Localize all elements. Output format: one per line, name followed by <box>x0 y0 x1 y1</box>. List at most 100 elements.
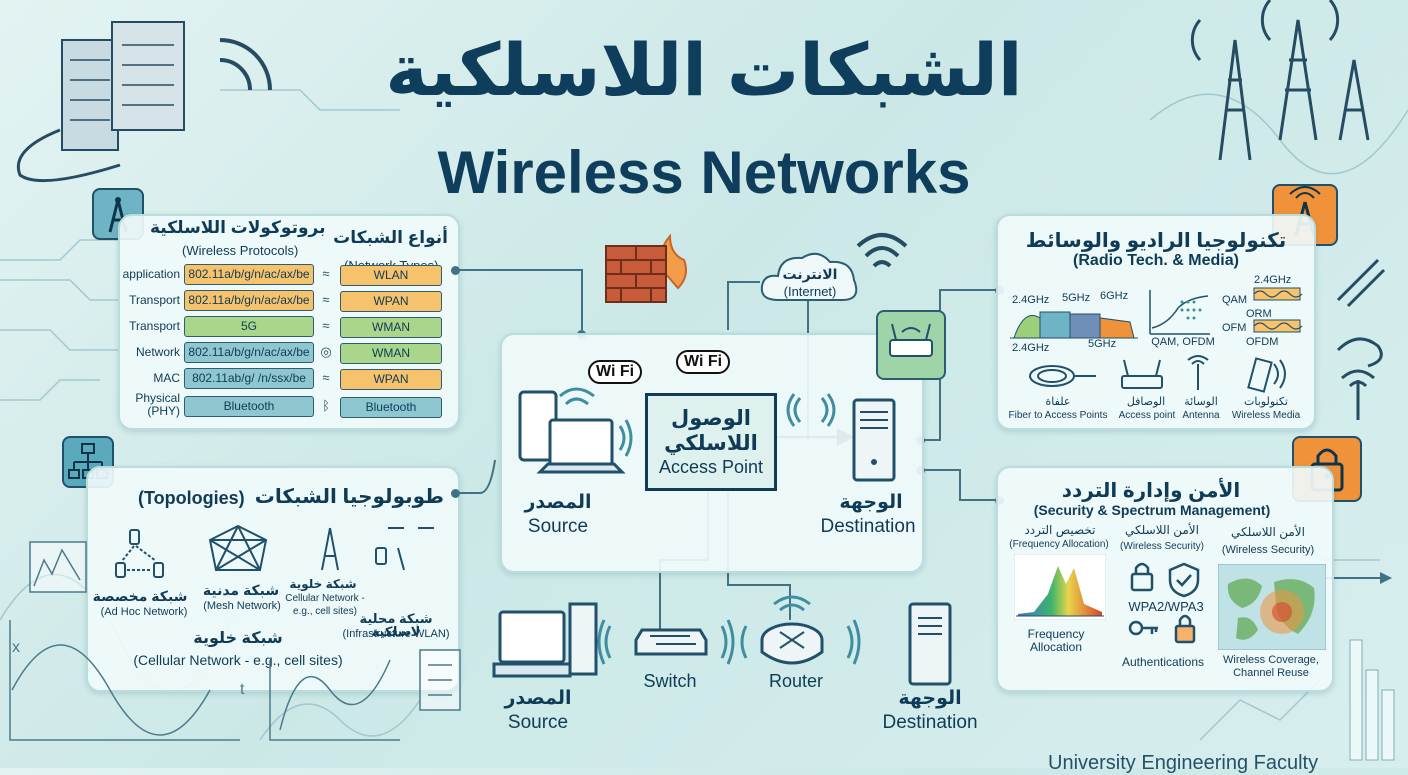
topology-bottom-ar: شبكة خلوية <box>193 630 283 647</box>
wifi-badge: Wi Fi <box>676 350 731 374</box>
protocol-standard: 802.11a/b/g/n/ac/ax/be <box>184 264 314 285</box>
topology-mesh-en: (Mesh Network) <box>203 600 281 612</box>
protocol-layer-label: Physical (PHY) <box>135 391 180 418</box>
bottom-destination-en: Destination <box>882 712 978 733</box>
network-type: WPAN <box>340 291 442 312</box>
source-label-en: Source <box>527 516 589 537</box>
internet-label-ar: الانترنت <box>782 266 838 282</box>
access-point-box: الوصول اللاسلكي Access Point <box>645 393 777 491</box>
topology-mesh-ar: شبكة مدنية <box>202 582 280 598</box>
topology-cellular-en: Cellular Network - e.g., cell sites) <box>285 593 365 617</box>
wifi-waves-icon <box>219 38 272 91</box>
network-type: WPAN <box>340 369 442 390</box>
topology-infra-en: (Infrastructure WLAN) <box>342 628 450 640</box>
media-fiber-ar: علفاة <box>1045 396 1071 408</box>
sec-col3-en: (Wireless Security) <box>1221 544 1315 556</box>
network-type: WMAN <box>340 343 442 364</box>
protocol-layer-label: Transport <box>129 319 180 333</box>
sec-col1-en: (Frequency Allocation) <box>1009 539 1109 550</box>
security-panel: الأمن وإدارة التردد (Security & Spectrum… <box>996 466 1334 692</box>
sec-col2-ar: الأمن اللاسلكي <box>1125 523 1199 537</box>
wireless-router-icon <box>876 310 946 380</box>
bottom-destination-ar: الوجهة <box>898 688 962 709</box>
bottom-flow-icons <box>492 595 952 686</box>
spectrum-band-chart <box>1010 311 1138 339</box>
freq-label: 2.4GHz <box>1012 342 1050 354</box>
protocol-layer-label: application <box>122 267 180 281</box>
signal-waves-icon <box>786 393 836 427</box>
firewall-icon <box>605 233 687 303</box>
topology-diagrams <box>115 524 434 578</box>
freq-label: 6GHz <box>1100 290 1129 302</box>
mod-label: OFDM <box>1246 336 1279 348</box>
wifi-icon: ≈ <box>322 266 330 281</box>
wifi-icon: ≈ <box>322 370 330 385</box>
freq-allocation-caption: Frequency Allocation <box>1027 627 1085 654</box>
source-label-ar: المصدر <box>524 492 592 513</box>
router-label: Router <box>768 671 824 691</box>
freq-label: 2.4GHz <box>1012 294 1050 306</box>
decor-axis-x: x <box>12 639 20 656</box>
media-ap-ar: الوصافل <box>1126 396 1166 408</box>
media-icons <box>1029 355 1286 393</box>
topologies-title-ar: طوبولوجيا الشبكات <box>254 486 444 508</box>
topology-cellular-ar: شبكة خلوية <box>289 577 357 591</box>
wifi-icon: ≈ <box>322 318 330 333</box>
switch-label: Switch <box>643 671 697 691</box>
qam-ofdm-label: QAM, OFDM <box>1151 336 1215 348</box>
decor-axis-t: t <box>240 681 245 698</box>
topology-infra-ar: شبكة محلية لاسلكية <box>359 611 433 639</box>
radio-title-ar: تكنولوجيا الراديو والوسائط <box>1025 230 1287 252</box>
bottom-source-ar: المصدر <box>504 688 572 709</box>
wifi-icon: ≈ <box>322 292 330 307</box>
wpa-label: WPA2/WPA3 <box>1128 599 1204 614</box>
media-fiber-en: Fiber to Access Points <box>1008 410 1108 421</box>
network-type: WMAN <box>340 317 442 338</box>
media-antenna-en: Antenna <box>1182 410 1220 421</box>
sec-col3-ar: الأمن اللاسلكي <box>1231 525 1305 539</box>
protocol-standard: 802.11a/b/g/n/ac/ax/be <box>184 342 314 363</box>
protocol-layer-label: Transport <box>129 293 180 307</box>
topology-adhoc-en: (Ad Hoc Network) <box>100 606 188 618</box>
laptop-tablet-icon <box>518 387 633 474</box>
network-type: Bluetooth <box>340 397 442 418</box>
radio-title-en: (Radio Tech. & Media) <box>1073 252 1239 269</box>
protocols-title-en-left: (Wireless Protocols) <box>182 243 299 258</box>
internet-label-en: (Internet) <box>783 284 837 299</box>
wifi-badge: Wi Fi <box>588 360 643 384</box>
media-wireless-en: Wireless Media <box>1231 410 1301 421</box>
bluetooth-icon: ᛒ <box>322 398 330 413</box>
media-ap-en: Access point <box>1118 410 1176 421</box>
lock-shield-icons <box>1128 562 1200 644</box>
globe-icon: ◎ <box>320 344 332 359</box>
decor-bars <box>1349 639 1395 761</box>
sec-col2-en: (Wireless Security) <box>1120 541 1204 552</box>
sec-col1-ar: تخصيص التردد <box>1024 523 1096 537</box>
destination-label-ar: الوجهة <box>839 492 903 513</box>
page-title-arabic: الشبكات اللاسلكية <box>385 31 1023 111</box>
protocol-layer-label: Network <box>135 345 180 359</box>
network-type: WLAN <box>340 265 442 286</box>
protocol-layer-label: MAC <box>153 371 180 385</box>
protocols-title-ar-right: أنواع الشبكات <box>333 228 448 247</box>
topologies-panel: طوبولوجيا الشبكات (Topologies) شبكة مخصص… <box>86 466 460 692</box>
access-point-label-ar: الوصول اللاسلكي <box>664 407 758 455</box>
decor-charts: x t <box>9 541 461 741</box>
topologies-title-en: (Topologies) <box>138 488 245 508</box>
cloud-icon <box>760 252 858 301</box>
wifi-icon <box>856 233 908 268</box>
protocols-title-ar-left: بروتوكولات اللاسلكية <box>150 218 326 237</box>
topology-adhoc-ar: شبكة مخصصة <box>92 588 188 604</box>
coverage-map <box>1218 564 1326 650</box>
freq-label: 5GHz <box>1088 338 1117 350</box>
server-tower-icon <box>852 398 896 482</box>
modulation-waves <box>1253 287 1303 333</box>
footer-text: University Engineering Faculty <box>1048 752 1319 774</box>
server-rack-icon <box>17 21 185 183</box>
destination-label-en: Destination <box>820 516 916 537</box>
cable-icons <box>1336 258 1386 420</box>
media-antenna-ar: الوسائة <box>1184 396 1218 408</box>
mod-label: 2.4GHz <box>1254 274 1292 286</box>
connector-dot <box>451 266 460 275</box>
